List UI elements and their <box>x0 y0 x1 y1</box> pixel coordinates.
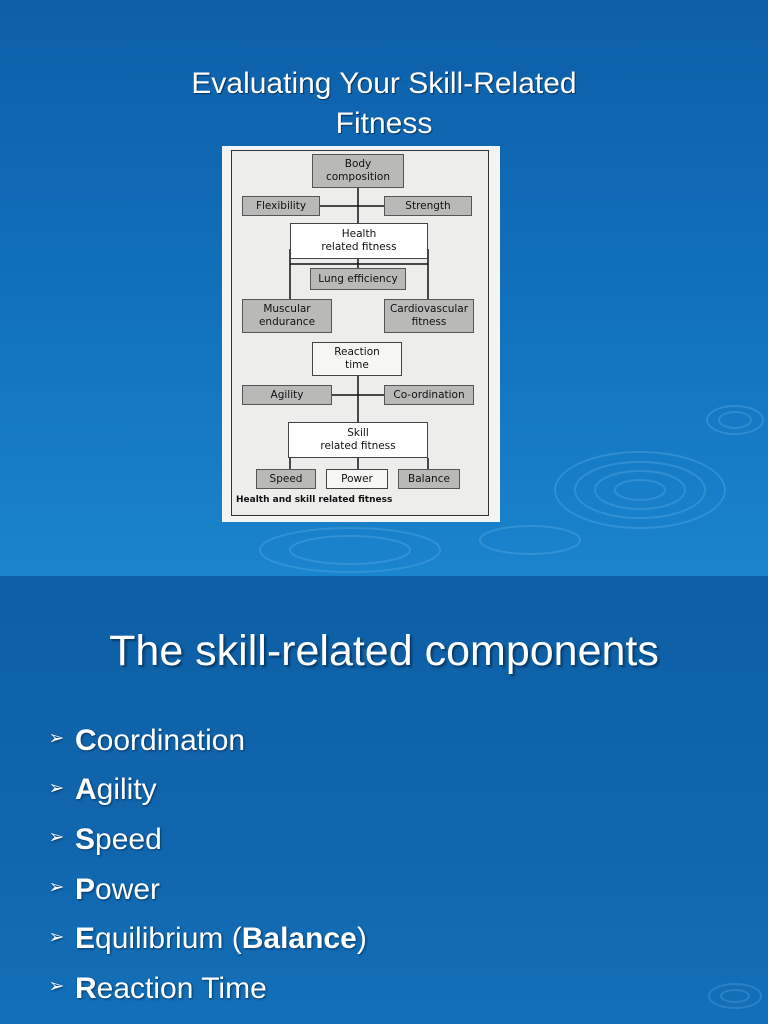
arrowhead-icon: ➢ <box>48 827 65 849</box>
box-strength: Strength <box>384 196 472 216</box>
arrowhead-icon: ➢ <box>48 926 65 948</box>
slide-title-line-2: Fitness <box>335 107 433 140</box>
box-speed: Speed <box>256 469 316 489</box>
slide-title: Evaluating Your Skill-Related Fitness <box>0 64 768 144</box>
arrowhead-icon: ➢ <box>48 777 65 799</box>
box-coordination: Co-ordination <box>384 385 474 405</box>
slide-title-line-1: Evaluating Your Skill-Related <box>191 67 577 100</box>
box-flexibility: Flexibility <box>242 196 320 216</box>
slide-evaluating-fitness: Evaluating Your Skill-Related Fitness <box>0 0 768 576</box>
slide-title: The skill-related components <box>109 627 659 675</box>
arrowhead-icon: ➢ <box>48 877 65 899</box>
box-balance: Balance <box>398 469 460 489</box>
box-power: Power <box>326 469 388 489</box>
diagram-caption: Health and skill related fitness <box>236 495 393 505</box>
arrowhead-icon: ➢ <box>48 976 65 998</box>
box-agility: Agility <box>242 385 332 405</box>
box-lung-efficiency: Lung efficiency <box>310 268 406 290</box>
arrowhead-icon: ➢ <box>48 728 65 750</box>
